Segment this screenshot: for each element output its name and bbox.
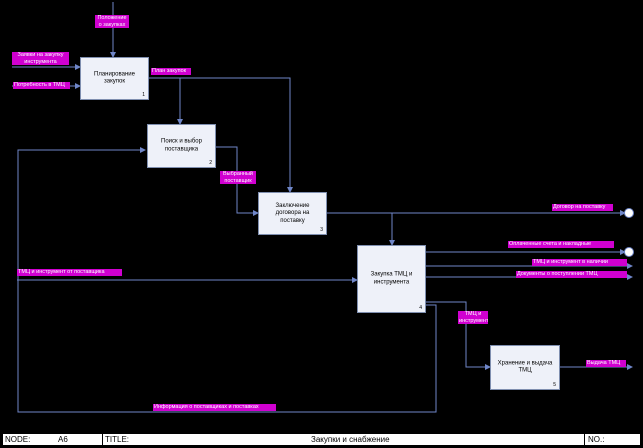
label-input-1b: Потребность в ТМЦ [13,82,70,89]
footer-node-label: NODE: [5,435,31,444]
activity-number-5: 5 [553,382,556,388]
diagram-footer: NODE: A6 TITLE: Закупки и снабжение NO.: [2,433,641,446]
arrow-out-3-to-4 [327,212,395,246]
activity-box-2[interactable]: Поиск и выбор поставщика 2 [147,124,216,168]
label-out-4a: Оплаченные счета и накладные [508,241,614,248]
activity-title-1: Планирование закупок [94,71,135,85]
label-feedback: Информация о поставщиках и поставках [153,404,276,411]
idef0-arrows [12,2,634,413]
label-out-3: Договор на поставку [552,204,613,211]
activity-box-3[interactable]: Заключение договора на поставку 3 [258,192,327,235]
label-top-control: Положение о закупках [95,15,129,28]
terminal-circle-1 [624,208,634,218]
arrow-feedback [17,147,437,413]
activity-box-1[interactable]: Планирование закупок 1 [80,57,149,100]
arrow-out-4d [426,301,491,370]
label-input-1a: Заявки на закупку инструмента [12,52,69,65]
label-out-4d: ТМЦ и инструмент [458,311,488,324]
footer-no-label: NO.: [588,435,605,444]
label-out-4c: Документы о поступлении ТМЦ [516,271,627,278]
label-input-4: ТМЦ и инструмент от поставщика [17,269,122,276]
arrow-out-1-to-3 [149,77,293,193]
label-out-2: Выбранный поставщик [220,171,256,184]
activity-title-4: Закупка ТМЦ и инструмента [370,271,413,286]
footer-title-value: Закупки и снабжение [311,435,390,444]
label-out-5: Выдача ТМЦ [586,360,626,367]
footer-node-value: A6 [58,435,68,444]
activity-box-5[interactable]: Хранение и выдача ТМЦ 5 [490,345,560,390]
activity-title-5: Хранение и выдача ТМЦ [497,360,553,374]
terminal-circle-2 [624,247,634,257]
activity-title-2: Поиск и выбор поставщика [161,138,202,153]
activity-title-3: Заключение договора на поставку [275,202,310,224]
label-out-4b: ТМЦ и инструмент в наличии [532,259,627,266]
arrow-out-1-to-2 [149,77,183,125]
activity-number-1: 1 [142,92,145,98]
activity-box-4[interactable]: Закупка ТМЦ и инструмента 4 [357,245,426,313]
activity-number-3: 3 [320,227,323,233]
activity-number-2: 2 [209,160,212,166]
activity-number-4: 4 [419,305,422,311]
footer-title-label: TITLE: [105,435,130,444]
label-out-1: План закупок [151,68,191,75]
